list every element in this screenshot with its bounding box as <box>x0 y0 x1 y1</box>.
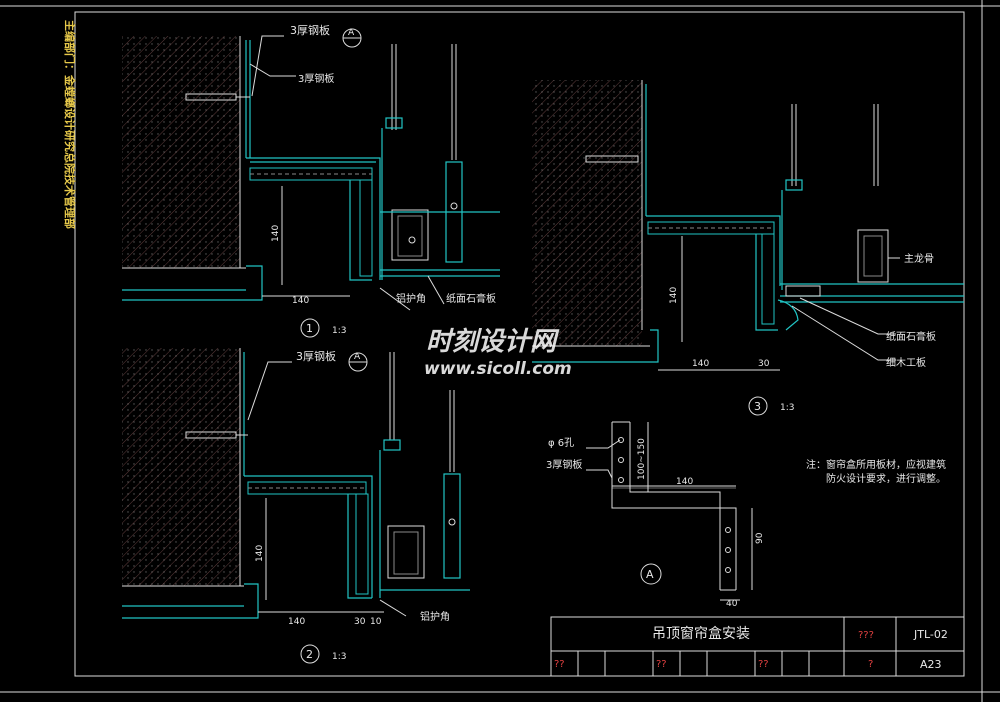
note-line-2: 防火设计要求，进行调整。 <box>826 472 946 485</box>
note-line-1: 注：窗帘盒所用板材，应视建筑 <box>806 458 946 471</box>
da-dim-h: 140 <box>676 477 693 487</box>
detail-a <box>586 421 753 601</box>
title-block-q5: ? <box>868 659 873 670</box>
d2-id: 2 <box>306 648 313 661</box>
d1-scale: 1:3 <box>332 326 346 336</box>
d2-label-steel: 3厚钢板 <box>296 349 336 363</box>
detail-1 <box>122 28 500 338</box>
da-label-hole: φ 6孔 <box>548 437 574 449</box>
d1-label-steel-1: 3厚钢板 <box>290 23 330 37</box>
d1-ref: A <box>348 28 355 38</box>
d1-dim-v: 140 <box>271 225 281 242</box>
da-dim-90: 90 <box>755 532 765 544</box>
watermark-url: www.sicoll.com <box>424 359 572 379</box>
d1-dim-h: 140 <box>292 296 309 306</box>
watermark-title: 时刻设计网 <box>426 327 560 357</box>
d3-label-runner: 主龙骨 <box>904 252 934 265</box>
d2-dim-v: 140 <box>255 545 265 562</box>
d2-scale: 1:3 <box>332 652 346 662</box>
d2-ref: A <box>354 352 361 362</box>
d1-label-steel-2: 3厚钢板 <box>298 72 334 85</box>
d2-label-corner: 铝护角 <box>420 610 450 623</box>
d3-label-board: 细木工板 <box>886 356 926 369</box>
d3-dim-v: 140 <box>669 287 679 304</box>
title-block-q4: ?? <box>758 659 769 670</box>
d3-id: 3 <box>754 400 761 413</box>
title-block-sheet: A23 <box>920 658 942 671</box>
title-block-code: JTL-02 <box>913 628 948 641</box>
detail-3 <box>532 80 964 416</box>
d1-label-corner: 铝护角 <box>396 292 426 305</box>
d3-label-gypsum: 纸面石膏板 <box>886 330 936 343</box>
da-dim-v: 100~150 <box>637 438 647 480</box>
detail-2 <box>122 348 470 664</box>
da-label-steel: 3厚钢板 <box>546 458 582 471</box>
title-block-q3: ?? <box>656 659 667 670</box>
d3-dim-30: 30 <box>758 359 770 369</box>
title-block-q2: ?? <box>554 659 565 670</box>
d1-label-gypsum: 纸面石膏板 <box>446 292 496 305</box>
d3-scale: 1:3 <box>780 403 794 413</box>
d1-id: 1 <box>306 322 313 335</box>
d2-dim-10: 10 <box>370 617 382 627</box>
d2-dim-30: 30 <box>354 617 366 627</box>
title-block-title: 吊顶窗帘盒安装 <box>652 625 750 642</box>
da-id: A <box>646 568 654 581</box>
title-block-q1: ??? <box>858 630 874 641</box>
da-dim-40: 40 <box>726 599 738 609</box>
d3-dim-h: 140 <box>692 359 709 369</box>
d2-dim-h: 140 <box>288 617 305 627</box>
side-note: 主编部门：金螳螂设计研究总院技术管理部 <box>63 20 77 229</box>
title-block <box>550 616 965 677</box>
